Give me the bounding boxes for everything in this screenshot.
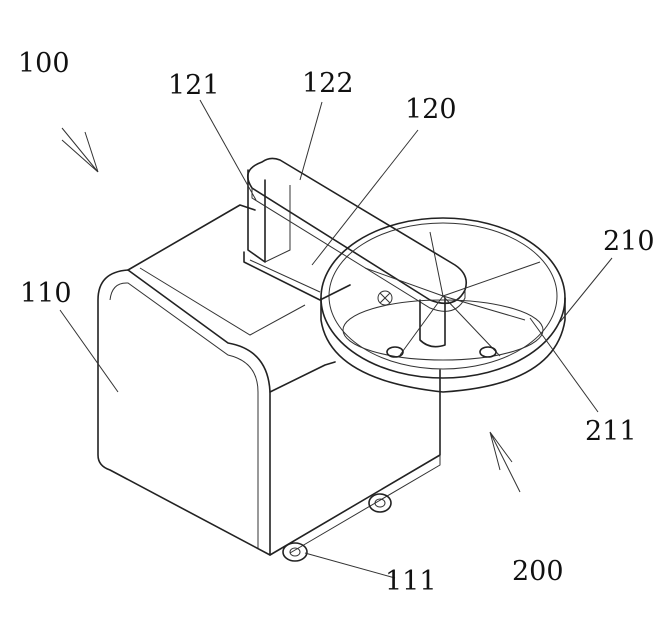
label-100: 100 — [18, 48, 70, 79]
label-121: 121 — [168, 70, 220, 101]
label-122: 122 — [302, 68, 354, 99]
label-200: 200 — [512, 556, 564, 587]
reference-numerals: 100 121 122 120 210 110 211 200 111 — [18, 48, 655, 597]
label-120: 120 — [405, 94, 457, 125]
label-111: 111 — [385, 566, 437, 597]
caster-wheels — [282, 493, 392, 562]
cabinet — [97, 204, 441, 556]
leader-lines — [59, 99, 613, 579]
bowl — [320, 217, 566, 393]
label-110: 110 — [20, 278, 72, 309]
support-post — [243, 169, 351, 301]
arm — [246, 157, 468, 348]
label-211: 211 — [585, 416, 637, 447]
label-210: 210 — [603, 226, 655, 257]
